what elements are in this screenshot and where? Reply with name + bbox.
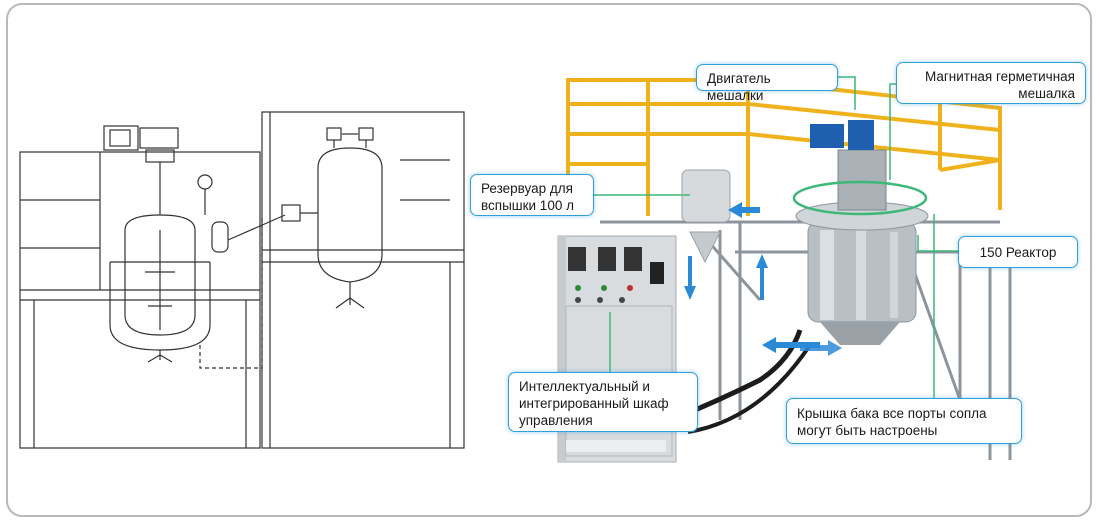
callout-flash-tank: Резервуар для вспышки 100 л — [470, 174, 594, 216]
stirrer-motor-icon — [103, 125, 139, 151]
stirrer-motor-icon — [848, 120, 874, 150]
callout-cabinet: Интеллектуальный и интегрированный шкаф … — [508, 372, 698, 432]
lid-highlight — [792, 180, 928, 216]
callout-motor: Двигатель мешалки — [696, 64, 838, 103]
leader-lines — [594, 76, 958, 400]
flow-arrow-icon — [684, 202, 842, 356]
drawing-reactor-vessel — [124, 214, 196, 336]
callout-lid: Крышка бака все порты сопла могут быть н… — [786, 398, 1022, 444]
yellow-railing — [566, 78, 1002, 216]
callout-reactor: 150 Реактор — [958, 236, 1078, 268]
reactor-body — [795, 120, 929, 345]
callout-magnetic: Магнитная герметичная мешалка — [896, 62, 1086, 104]
technical-drawing — [19, 111, 465, 449]
drawing-right-frame — [261, 111, 465, 449]
pressure-gauge-icon — [197, 174, 213, 190]
control-meter-icon — [568, 247, 586, 271]
drawing-flash-tank — [317, 147, 383, 283]
flash-tank — [681, 169, 731, 223]
